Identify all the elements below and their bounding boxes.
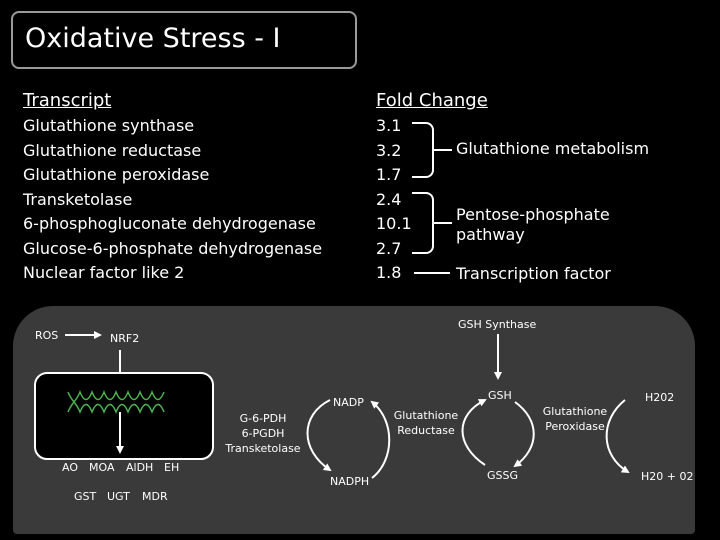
water-oxygen-label: H20 + 02 [641,470,693,483]
gene-label: UGT [107,490,130,503]
transcript-name: Nuclear factor like 2 [23,263,185,282]
pathway-pentose-line2: pathway [456,225,525,244]
nrf2-label: NRF2 [110,332,139,345]
fold-value: 3.2 [376,140,402,160]
header-fold-change: Fold Change [376,90,488,111]
transcript-list: Glutathione synthase Glutathione reducta… [23,114,322,286]
enzyme-label: 6-PGDH [242,427,285,440]
gsh-synthase-label: GSH Synthase [458,318,536,331]
gene-label: EH [164,461,179,474]
nadph-oxidation-arrow [370,400,391,479]
pathway-pentose: Pentose-phosphate pathway [456,205,610,245]
nucleus-box [34,372,214,460]
enzyme-label: G-6-PDH [240,412,287,425]
fold-value: 2.4 [376,189,402,209]
fold-value: 1.7 [376,165,402,184]
pathway-glutathione: Glutathione metabolism [456,139,650,158]
dna-helix-icon [67,389,165,415]
gssg-label: GSSG [487,469,518,482]
gene-label: GST [74,490,97,503]
transcript-name: Transketolase [23,189,133,209]
transcript-name: 6-phosphogluconate dehydrogenase [23,214,316,233]
gssg-reduction-arrow [461,399,487,466]
transcript-name: Glutathione peroxidase [23,165,210,184]
fold-value: 10.1 [376,214,412,233]
transcript-name: Glutathione synthase [23,116,195,135]
reductase-label: Reductase [397,424,455,437]
slide-title: Oxidative Stress - I [25,23,281,54]
peroxide-reduction-arrow [605,399,630,474]
pathway-transcription: Transcription factor [456,264,611,283]
gene-label: AlDH [126,461,153,474]
header-transcript: Transcript [23,90,112,111]
transcript-name: Glutathione reductase [23,140,202,160]
bracket-pentose [412,192,434,254]
pathway-pentose-line1: Pentose-phosphate [456,205,610,224]
reductase-label: Glutathione [394,409,459,422]
nadp-label: NADP [333,396,364,409]
nadp-reduction-arrow [306,399,332,472]
bracket-tick [434,222,452,224]
bracket-tick [434,149,452,151]
gene-label: AO [62,461,78,474]
peroxidase-label: Glutathione [543,405,608,418]
bracket-glutathione [412,122,434,178]
fold-value: 2.7 [376,238,402,258]
enzyme-label: Transketolase [224,442,300,455]
fold-list: 3.1 3.2 1.7 2.4 10.1 2.7 1.8 [376,114,412,286]
bracket-transcription [414,272,450,274]
gsh-label: GSH [488,389,512,402]
h2o2-label: H202 [645,391,674,404]
gene-label: MDR [142,490,168,503]
gsh-oxidation-arrow [513,401,535,468]
ros-label: ROS [35,329,58,342]
gene-label: MOA [89,461,115,474]
transcript-name: Glucose-6-phosphate dehydrogenase [23,238,323,258]
nadph-label: NADPH [330,475,369,488]
fold-value: 3.1 [376,116,402,135]
fold-value: 1.8 [376,263,402,282]
title-box [11,11,357,69]
peroxidase-label: Peroxidase [545,420,605,433]
